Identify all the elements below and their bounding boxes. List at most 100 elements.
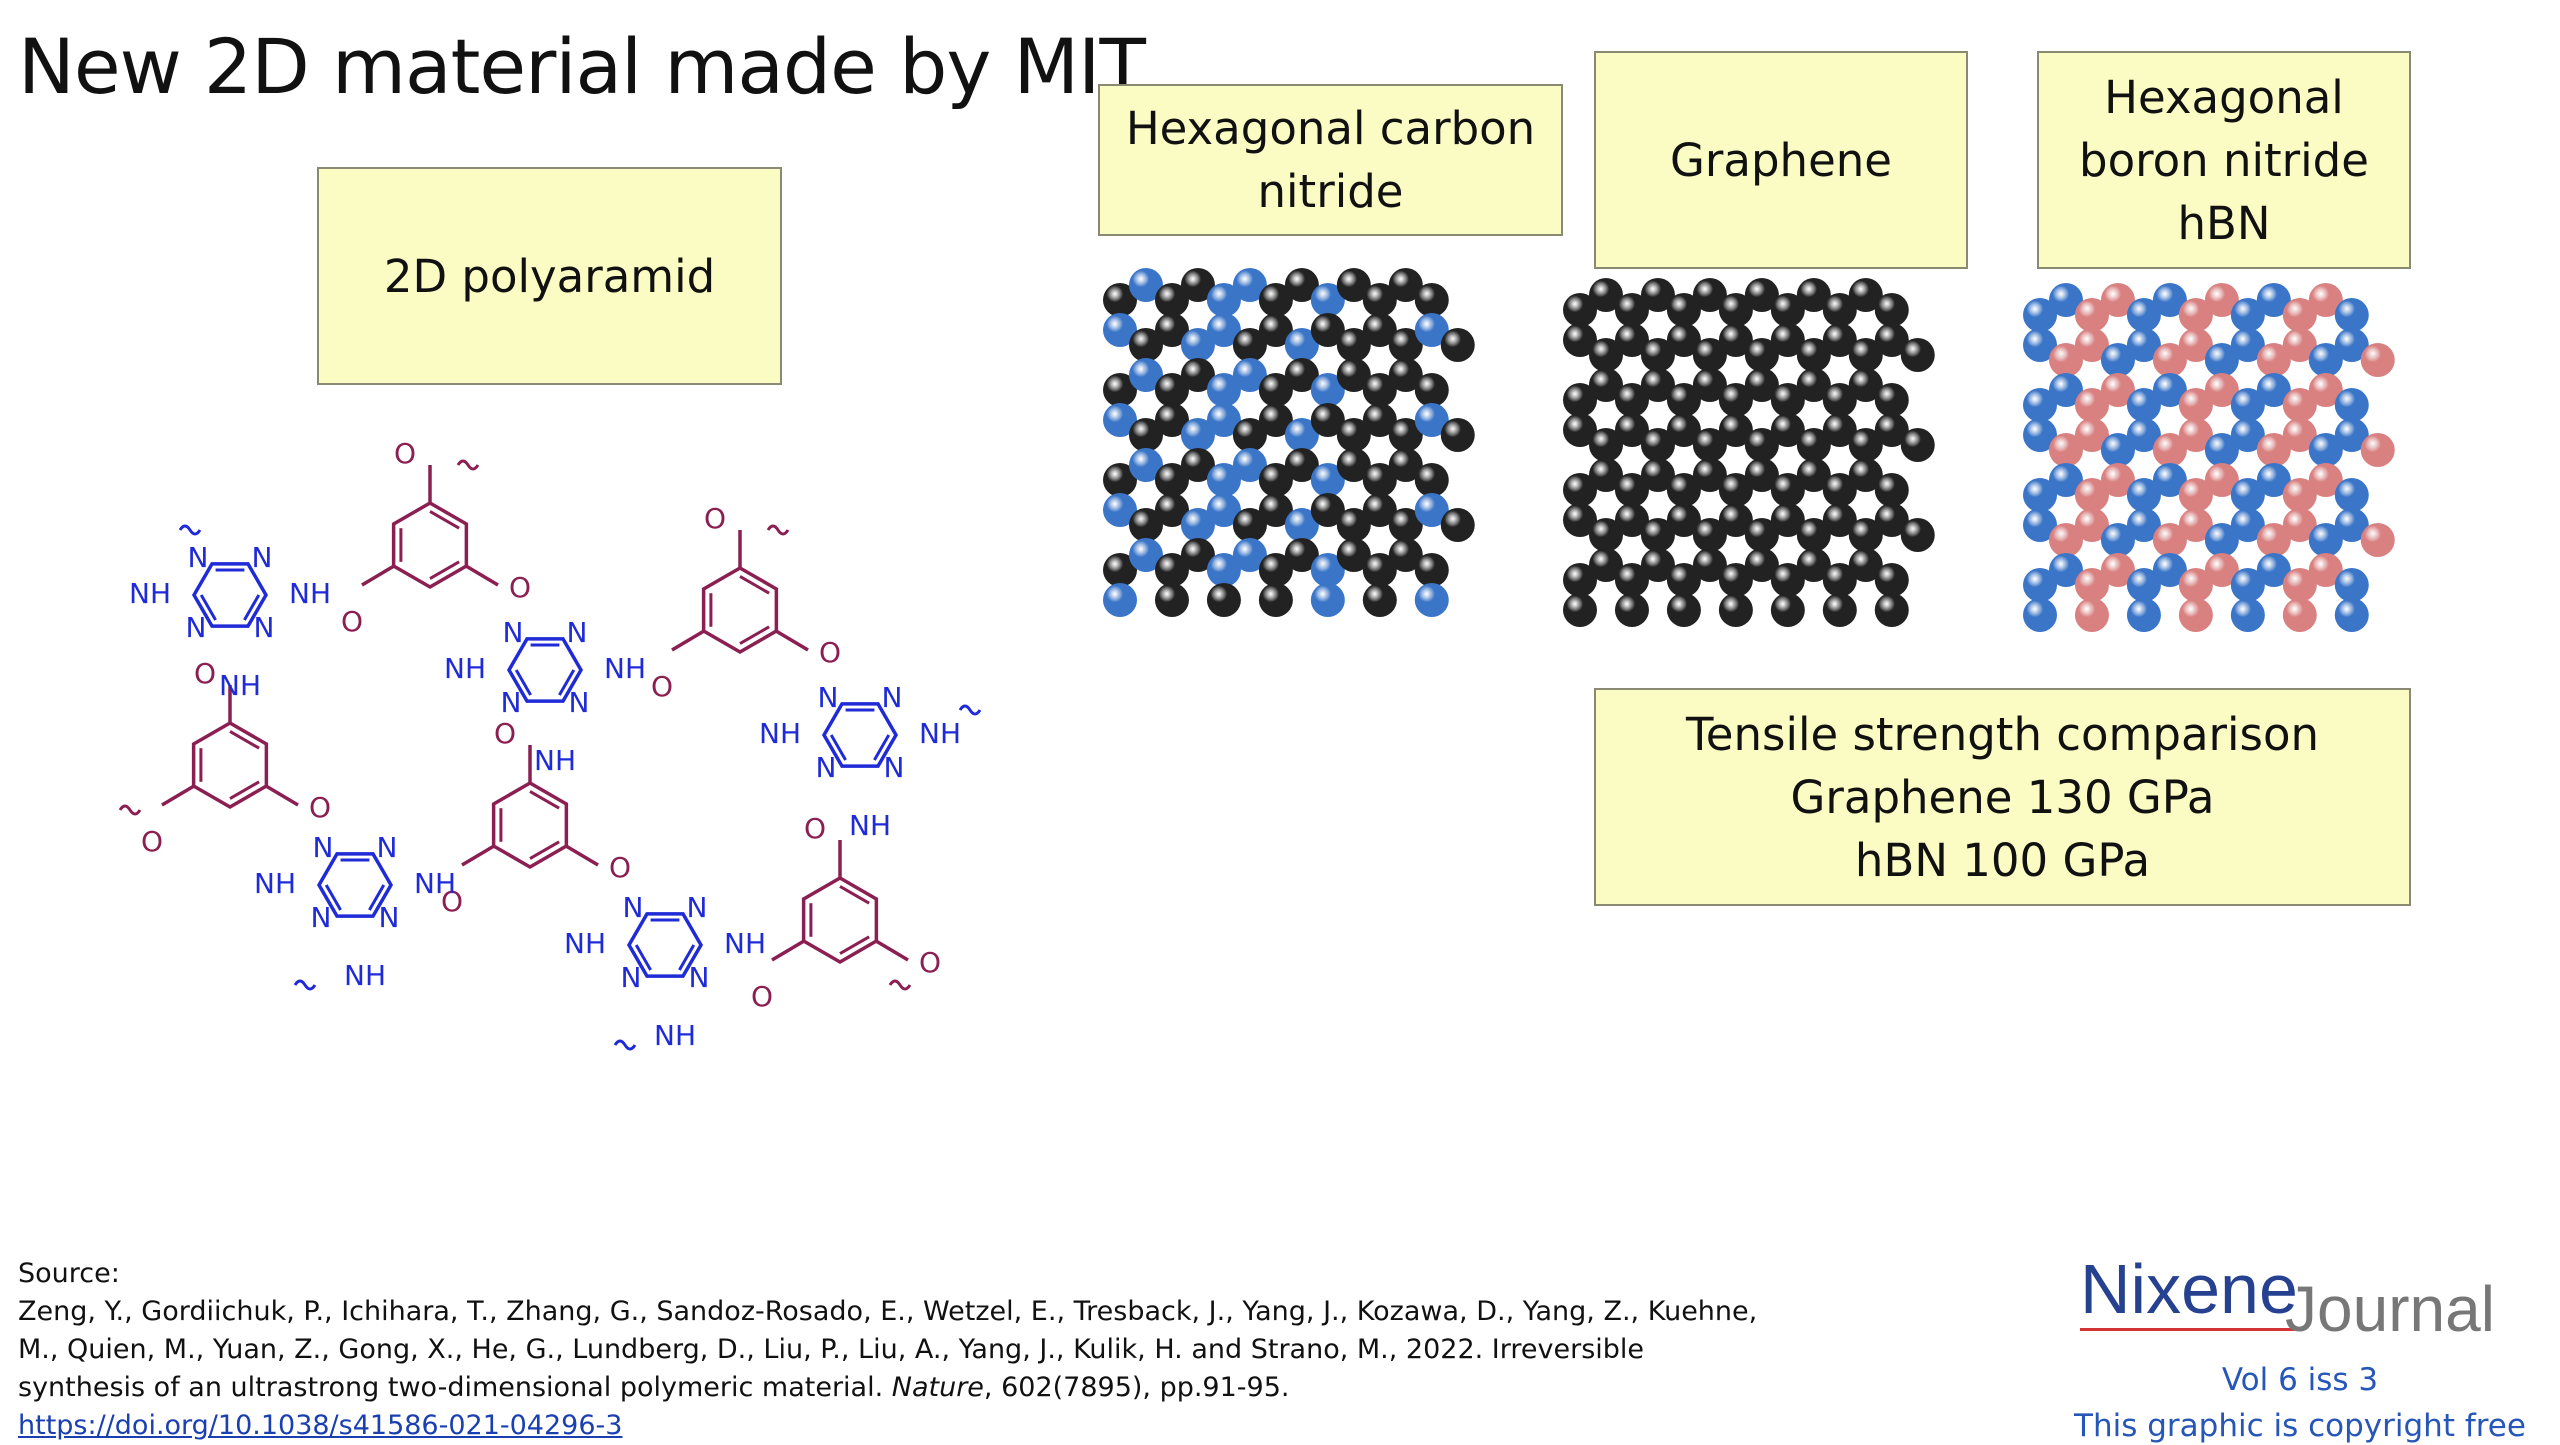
atom-label: O [804,812,826,845]
wavy-bond-icon [293,979,317,991]
molecular-bond [265,784,299,807]
carbon-atom [1640,458,1675,492]
carbon-atom [1614,563,1649,597]
carbon-atom [1874,323,1909,357]
carbon-atom [1258,403,1293,437]
carbon-atom [1666,383,1701,417]
atom-label: N [186,611,207,644]
carbon-atom [1718,323,1753,357]
atom-label: N [379,901,400,934]
carbon-atom [1796,458,1831,492]
carbon-atom [1744,518,1779,552]
nitrogen-atom [2152,463,2187,497]
carbon-atom [1336,508,1371,542]
carbon-atom [1692,548,1727,582]
carbon-atom [1692,458,1727,492]
nitrogen-atom [1103,313,1137,347]
carbon-atom [1848,518,1883,552]
carbon-atom [1310,313,1345,347]
carbon-atom [1848,278,1883,312]
carbon-atom [1874,413,1909,447]
boron-atom [2204,373,2239,407]
molecular-bond [461,844,495,867]
carbon-atom [1744,368,1779,402]
nitrogen-atom [1128,538,1163,572]
nitrogen-atom [2126,418,2161,452]
wavy-bond-icon [958,704,982,716]
nitrogen-atom [2126,328,2161,362]
nitrogen-atom [1206,463,1241,497]
wavy-bond-icon [118,804,142,816]
atom-label: N [254,611,275,644]
nitrogen-atom [2334,418,2369,452]
carbon-atom [1770,593,1805,627]
carbon-atom [1310,493,1345,527]
nitrogen-atom [2204,343,2239,377]
carbon-atom [1336,448,1371,482]
carbon-atom [1440,418,1475,452]
boron-atom [2048,433,2083,467]
nitrogen-atom [1310,463,1345,497]
boron-atom [2308,463,2343,497]
boron-atom [2074,418,2109,452]
benzene-ring [491,780,569,870]
carbon-atom [1822,383,1857,417]
carbon-atom [1718,413,1753,447]
triazine-ring [626,912,704,978]
carbon-atom [1718,563,1753,597]
nitrogen-atom [2023,418,2057,452]
boron-atom [2178,478,2213,512]
carbon-atom [1770,563,1805,597]
logo-journal: Journal [2285,1273,2495,1345]
carbon-atom [1640,278,1675,312]
carbon-atom [1692,428,1727,462]
carbon-atom [1103,553,1137,587]
carbon-atom [1666,593,1701,627]
carbon-atom [1822,503,1857,537]
citation-volume: , 602(7895), pp.91-95. [983,1372,1290,1403]
nitrogen-atom [2256,553,2291,587]
carbon-atom [1563,383,1597,417]
carbon-atom [1588,548,1623,582]
carbon-atom [1232,508,1267,542]
carbon-atom [1362,463,1397,497]
carbon-atom [1362,403,1397,437]
atom-label: NH [344,959,386,992]
atom-label: NH [444,652,486,685]
carbon-atom [1718,593,1753,627]
nitrogen-atom [2023,508,2057,542]
nitrogen-atom [2023,388,2057,422]
tensile-strength-box: Tensile strength comparison Graphene 130… [1594,688,2411,906]
nitrogen-atom [1128,268,1163,302]
boron-atom [2178,418,2213,452]
boron-atom [2100,553,2135,587]
nitrogen-atom [2100,433,2135,467]
nitrogen-atom [2126,388,2161,422]
atom-label: O [751,980,773,1013]
atom-label: NH [604,652,646,685]
nitrogen-atom [2126,568,2161,602]
atom-label: O [651,670,673,703]
slide-title: New 2D material made by MIT [18,22,1146,111]
nitrogen-atom [1284,508,1319,542]
atom-label: O [309,791,331,824]
nitrogen-atom [2334,598,2369,632]
doi-link[interactable]: https://doi.org/10.1038/s41586-021-04296… [18,1410,623,1441]
carbon-atom [1666,293,1701,327]
atom-label: NH [759,717,801,750]
nitrogen-atom [2334,478,2369,512]
label-graphene: Graphene [1670,133,1892,187]
source-citation: Source: Zeng, Y., Gordiichuk, P., Ichiha… [18,1255,1778,1445]
nitrogen-atom [1414,403,1449,437]
boron-atom [2282,418,2317,452]
carbon-atom [1796,278,1831,312]
nitrogen-atom [2152,283,2187,317]
carbon-atom [1563,563,1597,597]
carbon-atom [1103,283,1137,317]
carbon-atom [1414,373,1449,407]
nitrogen-atom [1284,418,1319,452]
boron-atom [2178,568,2213,602]
carbon-atom [1440,508,1475,542]
carbon-atom [1284,268,1319,302]
atom-label: NH [919,717,961,750]
